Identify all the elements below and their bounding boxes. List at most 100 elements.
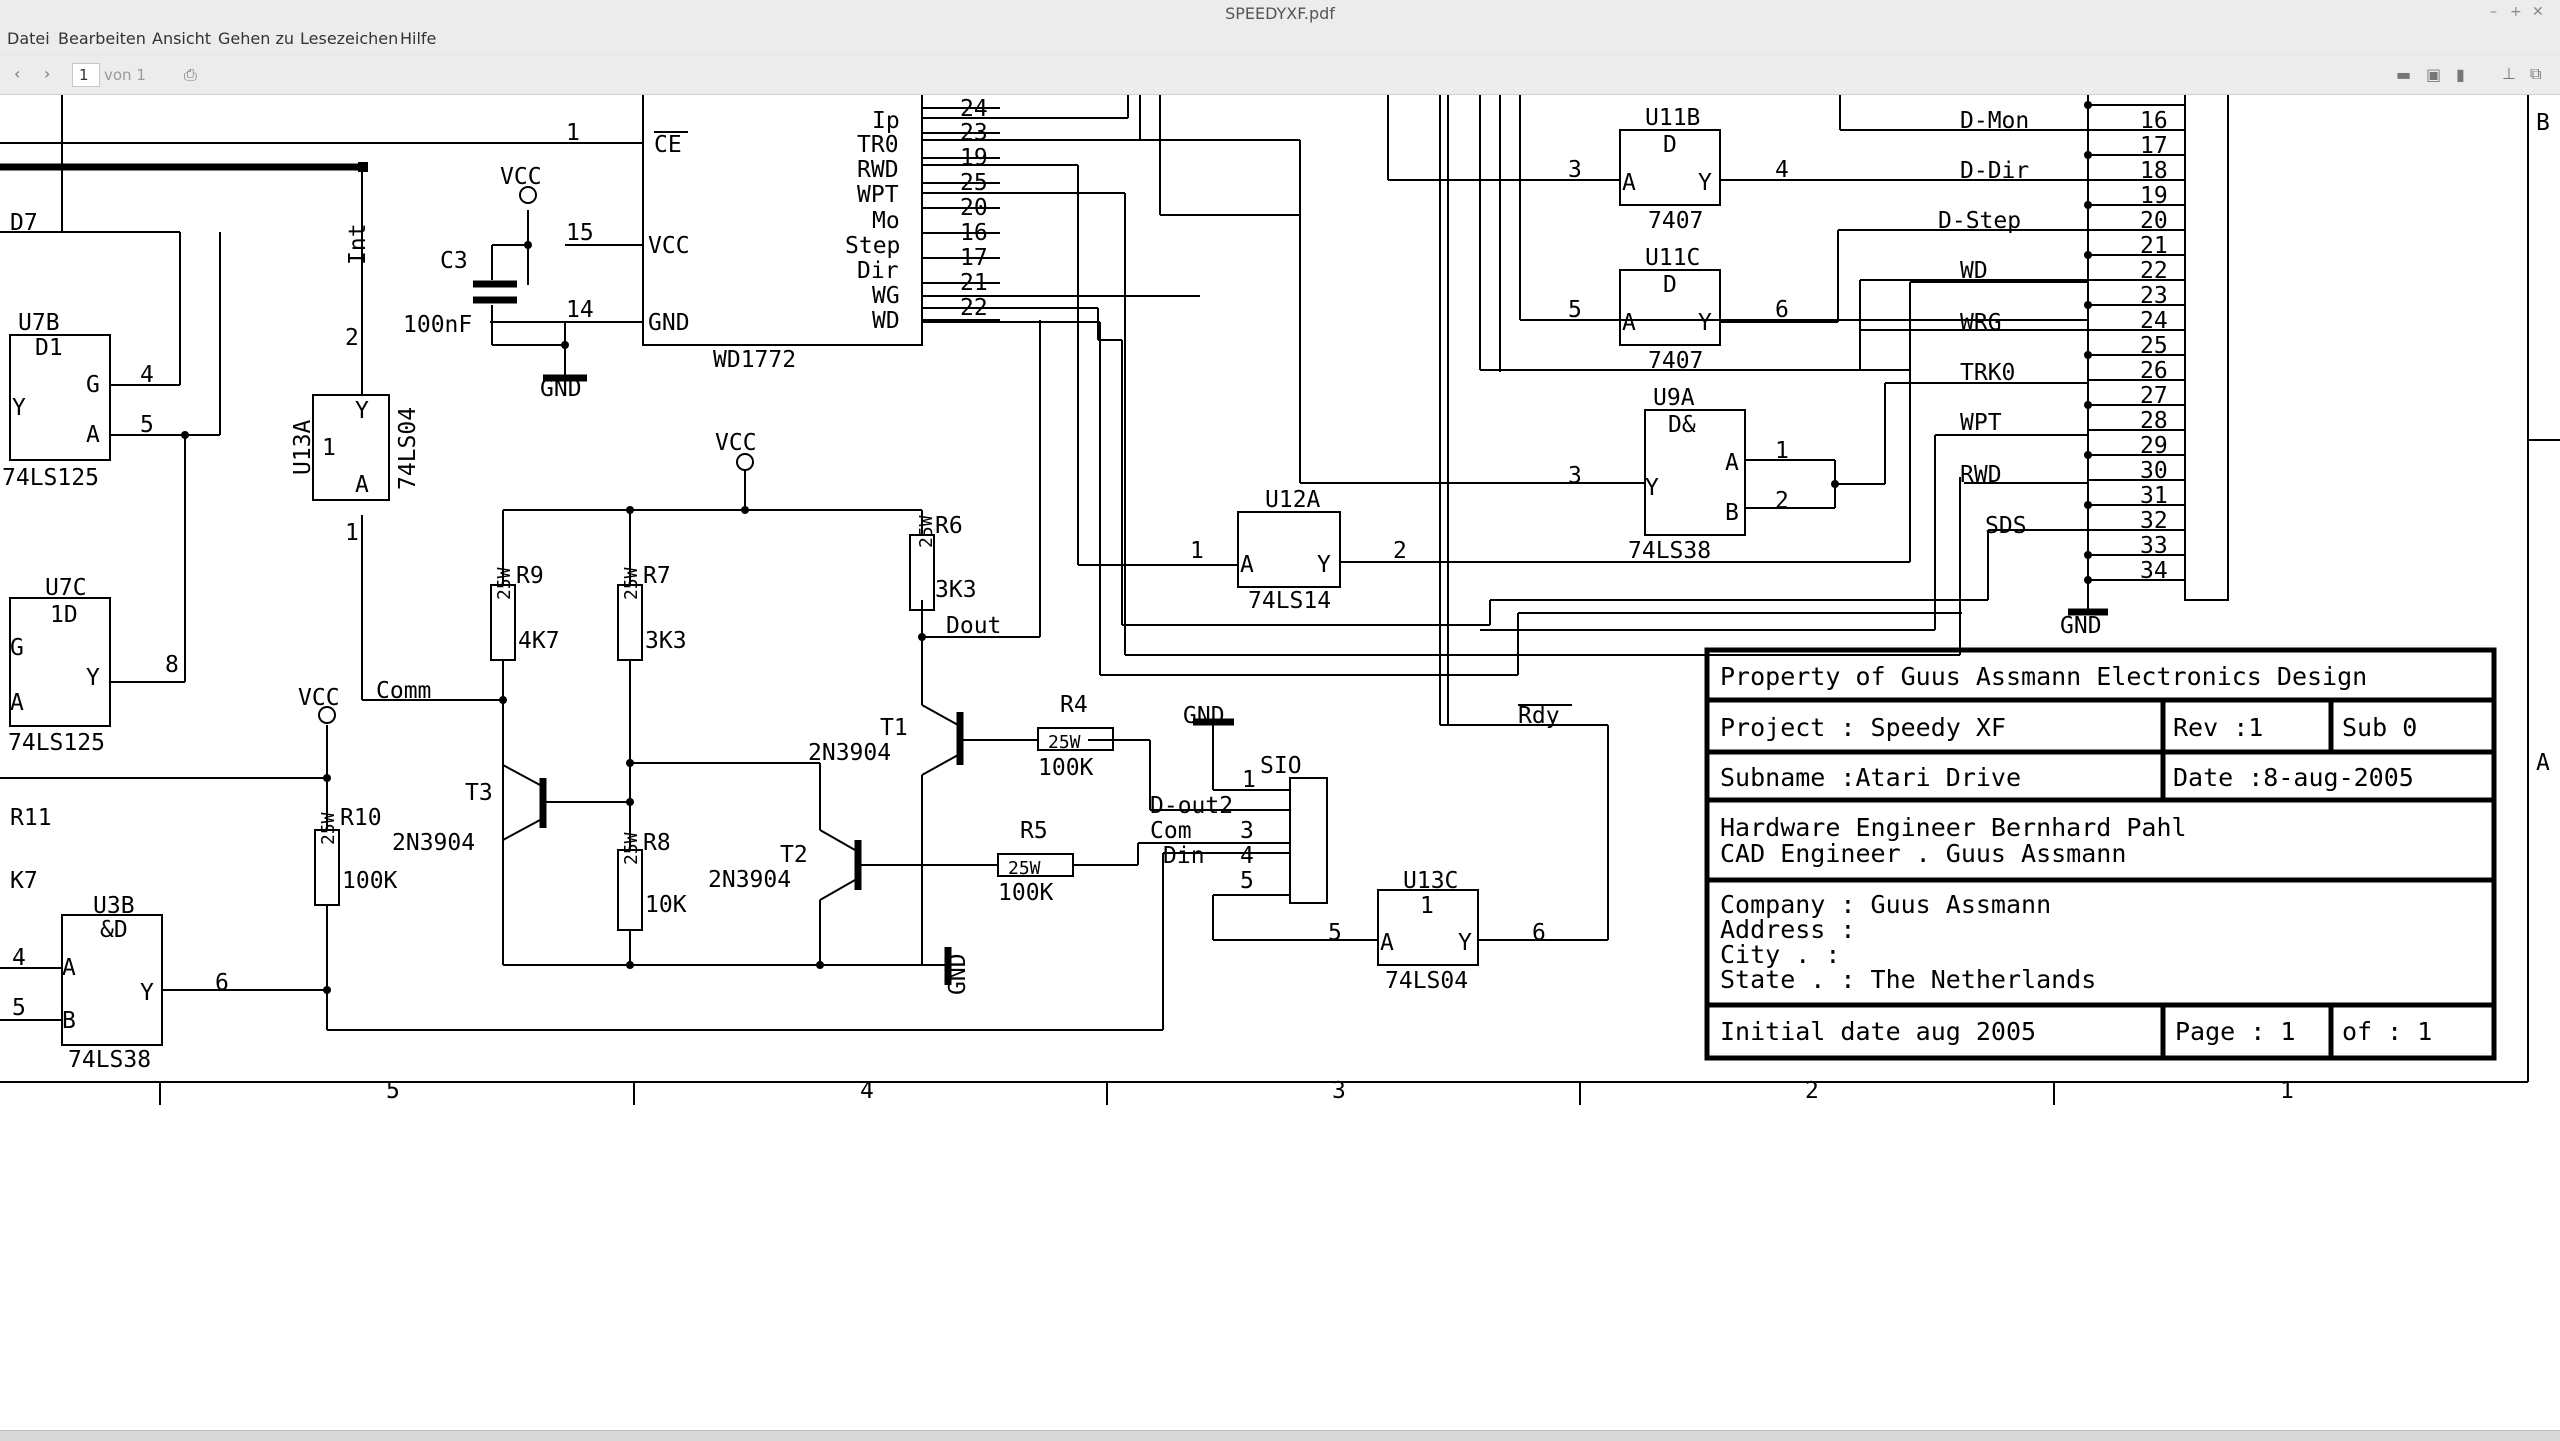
toolbar: ‹ › ⎙ ▬ ▣ ▮ ⊥ ⧉	[0, 56, 2560, 95]
schematic-label: 74LS04	[1385, 968, 1468, 994]
title-block-date: Date :8-aug-2005	[2173, 763, 2414, 792]
schematic-label: 1D	[50, 602, 78, 628]
sidebar-toggle-icon[interactable]: ⧉	[2530, 64, 2542, 83]
schematic-label: U7B	[18, 310, 60, 336]
schematic-label: 1	[1420, 893, 1434, 919]
schematic-label: R8	[643, 830, 671, 856]
schematic-label: B	[62, 1008, 76, 1034]
document-view[interactable]: 1 CE VCC 15 VCC C3 14 100nF GND GND WD17…	[0, 95, 2560, 1430]
schematic-label: Int	[345, 223, 371, 265]
schematic-label: Step	[845, 233, 900, 259]
schematic-label: D-Mon	[1960, 108, 2029, 134]
schematic-label: 23	[960, 120, 988, 146]
schematic-label: D	[1663, 132, 1677, 158]
menu-lesezeichen[interactable]: Lesezeichen	[300, 29, 399, 48]
schematic-label: T2	[780, 842, 808, 868]
schematic-label: 15	[566, 220, 594, 246]
maximize-icon[interactable]: +	[2510, 4, 2522, 20]
title-block-project: Project : Speedy XF	[1720, 713, 2006, 742]
title-block-page: Page : 1	[2175, 1017, 2295, 1046]
schematic-label: 5	[1328, 920, 1342, 946]
menu-datei[interactable]: Datei	[7, 29, 50, 48]
schematic-label: A	[62, 955, 76, 981]
schematic-label: 25W	[494, 567, 515, 600]
schematic-label: 22	[2140, 258, 2168, 284]
schematic-label: 1	[345, 520, 359, 546]
schematic-label: 33	[2140, 533, 2168, 559]
schematic-label: 3	[1568, 463, 1582, 489]
zoom-out-icon[interactable]: ▬	[2396, 65, 2412, 84]
schematic-label: 4	[140, 362, 154, 388]
schematic-label: Dout	[946, 613, 1001, 639]
schematic-label: 5	[1568, 297, 1582, 323]
menu-bar: Datei Bearbeiten Ansicht Gehen zu Leseze…	[0, 26, 2560, 54]
title-block-city: City . :	[1720, 940, 1840, 969]
schematic-label: 2	[1805, 1078, 1819, 1104]
schematic-label: WPT	[1960, 410, 2002, 436]
schematic-label: 25	[2140, 333, 2168, 359]
schematic-label: 25W	[1008, 858, 1041, 879]
schematic-label: CE	[654, 132, 682, 158]
schematic-label: 5	[386, 1078, 400, 1104]
schematic-label: 74LS38	[1628, 538, 1711, 564]
page-number-input[interactable]	[72, 63, 100, 87]
menu-bearbeiten[interactable]: Bearbeiten	[58, 29, 146, 48]
schematic-label: C3	[440, 248, 468, 274]
previous-page-icon[interactable]: ‹	[14, 64, 21, 83]
schematic-label: 74LS14	[1248, 588, 1331, 614]
schematic-label: 32	[2140, 508, 2168, 534]
close-icon[interactable]: ✕	[2532, 4, 2544, 20]
schematic-label: A	[10, 690, 24, 716]
schematic-label: &D	[100, 917, 128, 943]
dual-page-icon[interactable]: ⊥	[2502, 64, 2516, 83]
schematic-label: U13C	[1403, 868, 1458, 894]
schematic-label: VCC	[715, 430, 757, 456]
schematic-label: U11B	[1645, 105, 1700, 131]
schematic-label: 26	[2140, 358, 2168, 384]
schematic-label: 2	[345, 325, 359, 351]
title-block-subname: Subname :Atari Drive	[1720, 763, 2021, 792]
schematic-label: 17	[2140, 133, 2168, 159]
schematic-label: G	[10, 635, 24, 661]
title-block-initial-date: Initial date aug 2005	[1720, 1017, 2036, 1046]
menu-hilfe[interactable]: Hilfe	[400, 29, 437, 48]
title-block-cad-engineer: CAD Engineer . Guus Assmann	[1720, 839, 2126, 868]
schematic-label: GND	[1183, 703, 1225, 729]
schematic-label: U9A	[1653, 385, 1695, 411]
schematic-label: 100K	[342, 868, 398, 894]
schematic-page: 1 CE VCC 15 VCC C3 14 100nF GND GND WD17…	[0, 95, 2560, 1105]
schematic-label: 100K	[1038, 755, 1094, 781]
schematic-label: 25W	[916, 515, 937, 548]
schematic-label: A	[86, 422, 100, 448]
schematic-label: D-Dir	[1960, 158, 2029, 184]
menu-gehen-zu[interactable]: Gehen zu	[218, 29, 294, 48]
schematic-label: 28	[2140, 408, 2168, 434]
menu-ansicht[interactable]: Ansicht	[152, 29, 212, 48]
schematic-label: 10K	[645, 892, 687, 918]
schematic-label: R9	[516, 563, 544, 589]
schematic-label: D-Step	[1938, 208, 2021, 234]
schematic-label: 30	[2140, 458, 2168, 484]
title-block-company: Company : Guus Assmann	[1720, 890, 2051, 919]
schematic-label: G	[86, 372, 100, 398]
schematic-label: A	[1380, 930, 1394, 956]
zoom-in-icon[interactable]: ▮	[2456, 65, 2465, 84]
print-icon[interactable]: ⎙	[184, 65, 197, 84]
schematic-label: 25W	[621, 567, 642, 600]
schematic-label: Y	[86, 665, 100, 691]
schematic-label: Y	[1698, 170, 1712, 196]
schematic-label: 1	[1242, 767, 1256, 793]
schematic-label: TRK0	[1960, 360, 2015, 386]
schematic-label: D	[1663, 272, 1677, 298]
schematic-label: R6	[935, 513, 963, 539]
minimize-icon[interactable]: –	[2490, 4, 2497, 20]
schematic-label: A	[1622, 310, 1636, 336]
schematic-label: B	[2536, 110, 2550, 136]
schematic-label: 4K7	[518, 628, 560, 654]
schematic-label: 1	[1775, 438, 1789, 464]
schematic-label: 74LS04	[395, 407, 421, 490]
schematic-label: GND	[540, 376, 582, 402]
zoom-fit-icon[interactable]: ▣	[2426, 65, 2442, 84]
schematic-label: Dir	[857, 258, 899, 284]
next-page-icon[interactable]: ›	[44, 64, 51, 83]
